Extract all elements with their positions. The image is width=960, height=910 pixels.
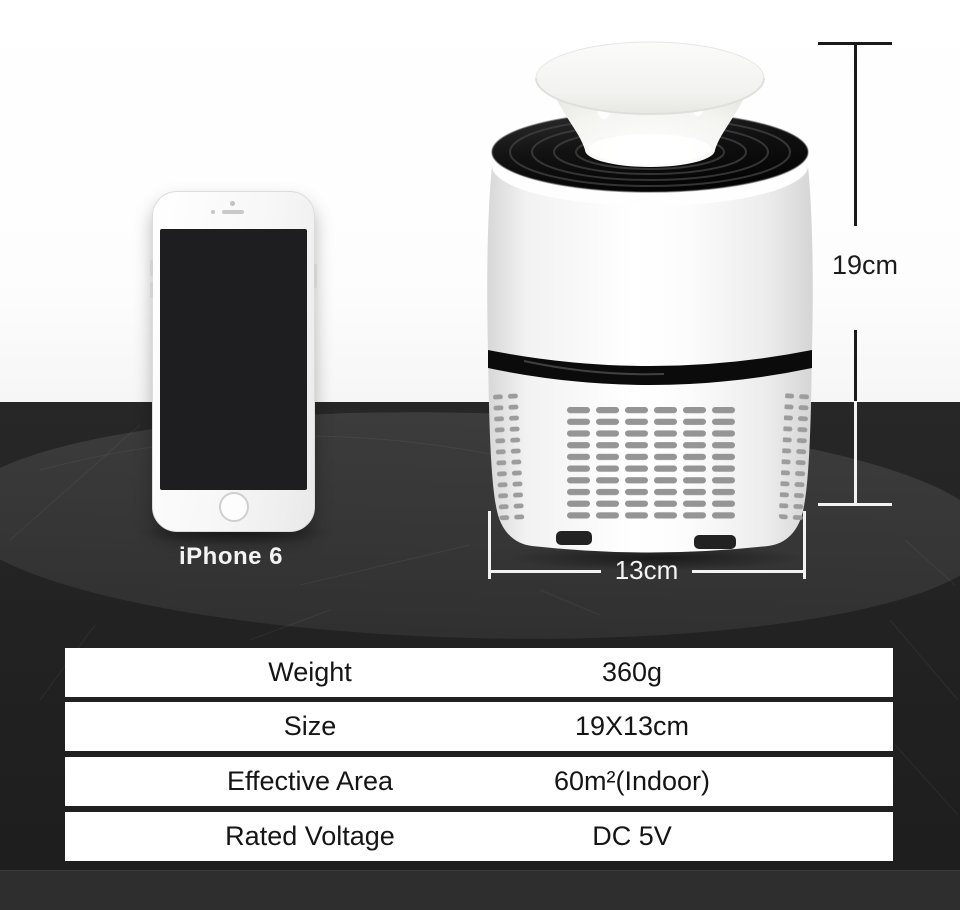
spec-value: 360g xyxy=(601,657,663,687)
iphone-sensor-dot xyxy=(230,201,235,206)
width-dim-label: 13cm xyxy=(614,555,679,585)
spec-value: 60m²(Indoor) xyxy=(553,766,711,796)
spec-label: Weight xyxy=(268,657,352,687)
iphone-earpiece xyxy=(222,210,244,214)
height-dim-top-cap xyxy=(818,42,892,45)
height-dim-bottom-cap xyxy=(818,503,892,506)
lamp-black-band xyxy=(488,350,812,385)
spec-row-size: Size 19X13cm xyxy=(65,702,893,751)
width-dim-line-left xyxy=(491,570,601,573)
lamp-feet xyxy=(556,531,736,549)
spec-label: Effective Area xyxy=(226,766,394,796)
iphone-volume-button xyxy=(150,260,153,276)
height-dim-line-floor xyxy=(854,401,857,503)
spec-value: 19X13cm xyxy=(574,711,690,741)
mosquito-lamp xyxy=(487,41,814,553)
spec-row-effective-area: Effective Area 60m²(Indoor) xyxy=(65,757,893,806)
height-dim-label: 19cm xyxy=(831,250,899,280)
height-dim-line-lower xyxy=(854,330,857,401)
phone-caption: iPhone 6 xyxy=(178,543,284,570)
iphone xyxy=(150,191,317,532)
spec-row-rated-voltage: Rated Voltage DC 5V xyxy=(65,812,893,861)
spec-value: DC 5V xyxy=(592,821,672,851)
lamp-vent-grid xyxy=(492,391,814,522)
width-dim-right-cap xyxy=(803,511,806,579)
iphone-screen xyxy=(160,229,307,490)
lamp-top-cap xyxy=(535,41,765,115)
height-dim-line-upper xyxy=(854,45,857,226)
spec-row-weight: Weight 360g xyxy=(65,648,893,697)
iphone-camera-dot xyxy=(211,210,215,214)
spec-label: Rated Voltage xyxy=(225,821,395,851)
width-dim-left-cap xyxy=(488,511,491,579)
width-dim-line-right xyxy=(692,570,803,573)
spec-label: Size xyxy=(283,711,337,741)
floor-front-edge xyxy=(0,870,960,910)
iphone-home-button xyxy=(219,492,249,522)
iphone-volume-button xyxy=(150,282,153,298)
iphone-power-button xyxy=(314,264,317,288)
